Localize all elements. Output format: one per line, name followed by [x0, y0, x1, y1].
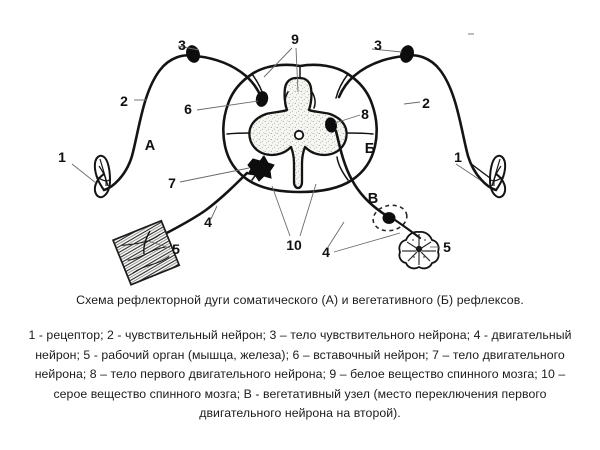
right-receptor [469, 154, 507, 199]
label-8: 8 [361, 106, 369, 122]
left-sensory-fiber [102, 54, 194, 192]
ganglion-neuron-soma [382, 212, 396, 224]
spinal-cord-cross-section [222, 63, 378, 194]
muscle-effector [111, 219, 181, 286]
autonomic-ganglion [372, 204, 408, 232]
left-motor-fiber [161, 171, 249, 237]
figure-zone-labels: А Б В [145, 138, 378, 207]
postganglionic-fiber [393, 218, 422, 240]
figure-number-labels: 1 2 3 6 7 4 5 9 10 3 8 2 1 4 5 [58, 31, 462, 260]
label-7: 7 [168, 175, 176, 191]
label-3-left: 3 [178, 37, 186, 53]
label-1-left: 1 [58, 149, 66, 165]
label-4-right: 4 [322, 244, 330, 260]
label-9: 9 [291, 31, 299, 47]
label-1-right: 1 [454, 149, 462, 165]
preganglionic-fiber [334, 129, 386, 216]
label-2-left: 2 [120, 93, 128, 109]
label-5-left: 5 [172, 241, 180, 257]
interneuron-soma [255, 91, 269, 107]
reflex-arc-figure: 1 2 3 6 7 4 5 9 10 3 8 2 1 4 5 А Б В [58, 31, 507, 286]
zone-label-a: А [145, 138, 156, 154]
motor-neuron-soma [247, 155, 275, 182]
label-4-left: 4 [204, 214, 212, 230]
label-2-right: 2 [422, 95, 430, 111]
zone-label-b: Б [365, 141, 375, 157]
label-5-right: 5 [443, 239, 451, 255]
label-3-right: 3 [374, 37, 382, 53]
zone-label-v: В [368, 191, 378, 207]
leader-lines [71, 33, 481, 253]
figure-caption-title: Схема рефлекторной дуги соматического (А… [76, 293, 524, 307]
central-canal [293, 129, 305, 141]
right-sensory-neuron-soma [400, 45, 414, 63]
right-dorsal-root [337, 54, 406, 99]
gland-effector [398, 230, 440, 270]
left-dorsal-root [194, 54, 263, 99]
caption-block: Схема рефлекторной дуги соматического (А… [0, 292, 600, 424]
label-10: 10 [286, 237, 302, 253]
reflex-arc-svg: 1 2 3 6 7 4 5 9 10 3 8 2 1 4 5 А Б В [58, 31, 507, 286]
left-receptor [93, 154, 112, 199]
figure-legend-text: 1 - рецептор; 2 - чувствительный нейрон;… [28, 328, 572, 420]
first-motor-neuron-soma [325, 117, 337, 133]
label-6: 6 [184, 101, 192, 117]
right-sensory-fiber [406, 54, 498, 192]
left-sensory-neuron-soma [186, 45, 200, 63]
